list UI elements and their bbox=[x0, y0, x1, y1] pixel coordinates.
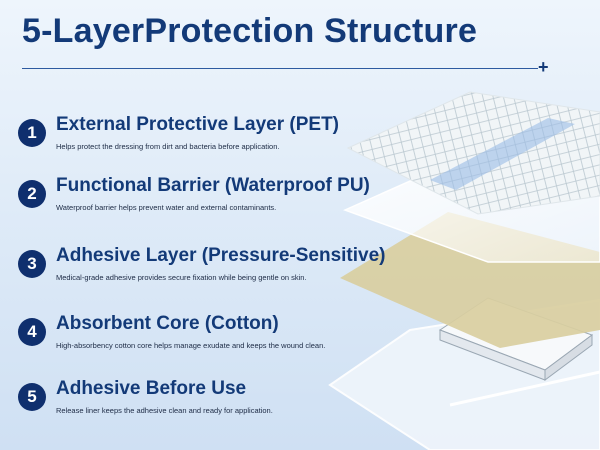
layer-description: High-absorbency cotton core helps manage… bbox=[56, 341, 326, 350]
layer-number-badge: 2 bbox=[18, 180, 46, 208]
layer-number-badge: 1 bbox=[18, 119, 46, 147]
layer-heading: Adhesive Before Use bbox=[56, 378, 247, 399]
layer-heading: Adhesive Layer (Pressure-Sensitive) bbox=[56, 245, 386, 266]
layer-heading: Functional Barrier (Waterproof PU) bbox=[56, 175, 370, 196]
plus-icon: + bbox=[538, 57, 549, 77]
layer-description: Helps protect the dressing from dirt and… bbox=[56, 142, 280, 151]
page-title: 5-LayerProtection Structure bbox=[22, 12, 478, 50]
layer-heading: External Protective Layer (PET) bbox=[56, 114, 339, 135]
layer-description: Release liner keeps the adhesive clean a… bbox=[56, 406, 273, 415]
layer-number-badge: 3 bbox=[18, 250, 46, 278]
layer-heading: Absorbent Core (Cotton) bbox=[56, 313, 279, 334]
pet-mesh-blue-stripe bbox=[430, 118, 575, 190]
pet-mesh-sheet bbox=[346, 91, 600, 215]
layer-description: Waterproof barrier helps prevent water a… bbox=[56, 203, 277, 212]
layer-description: Medical-grade adhesive provides secure f… bbox=[56, 273, 307, 282]
layer-number-badge: 5 bbox=[18, 383, 46, 411]
title-divider bbox=[22, 68, 538, 69]
layer-number-badge: 4 bbox=[18, 318, 46, 346]
